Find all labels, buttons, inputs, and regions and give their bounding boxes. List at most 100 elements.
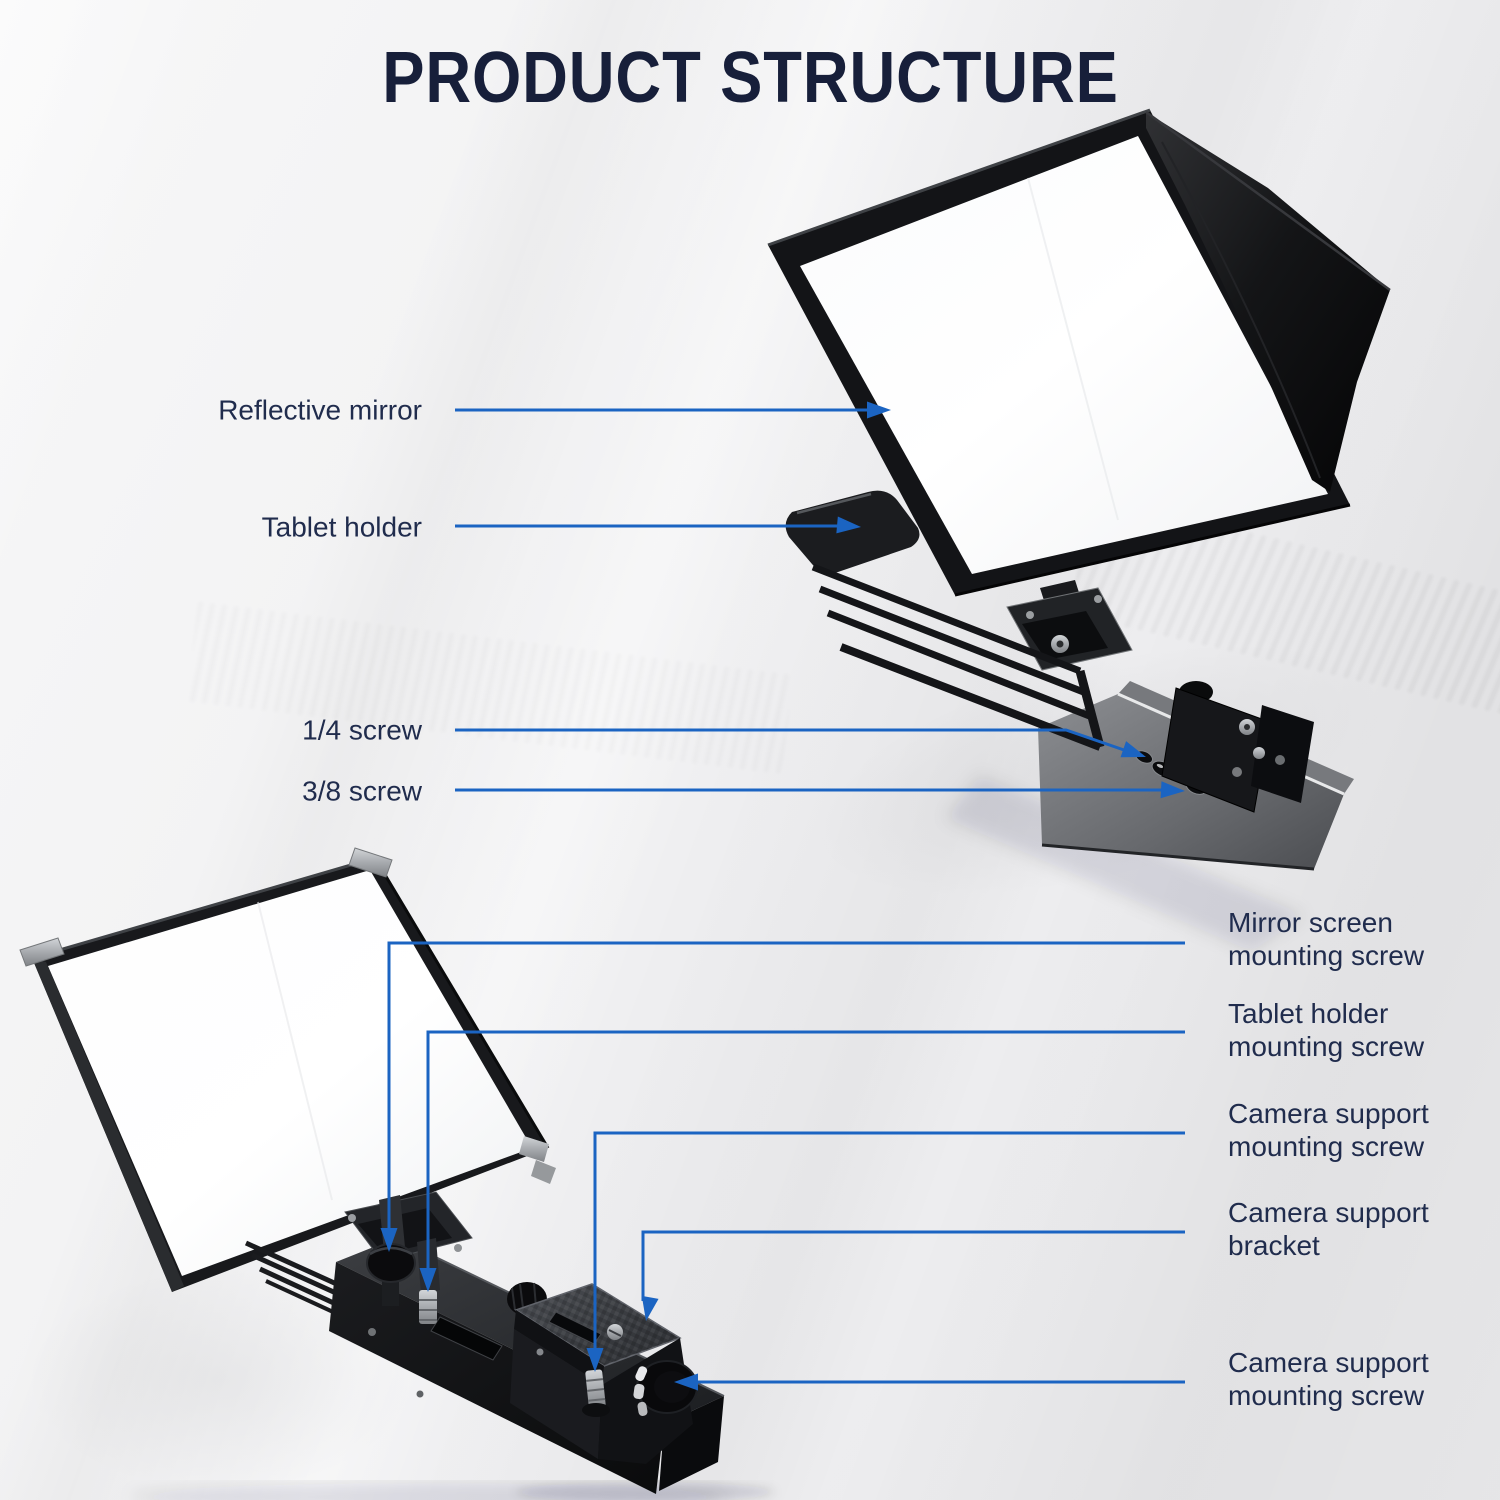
label-camera-support-mounting-screw-top: Camera support mounting screw (1228, 1097, 1429, 1163)
glass-reflection-seam (257, 901, 333, 1201)
knob-ridge-highlight-1 (635, 1366, 648, 1382)
tablet-holder-lip-highlight (796, 492, 872, 515)
frame-bottom-edge (954, 503, 1351, 597)
arrowhead (380, 1228, 398, 1252)
label-line-1: Mirror screen (1228, 907, 1393, 938)
callout-lines (380, 401, 1185, 1391)
label-line-2: mounting screw (1228, 940, 1425, 971)
plate-front-edge (514, 1310, 604, 1385)
hinge-pad (1022, 611, 1108, 660)
product-photo-teleprompter-base (19, 847, 775, 1500)
line (593, 1131, 1185, 1351)
label-three-eighths-screw: 3/8 screw (302, 775, 422, 808)
label-camera-support-bracket: Camera support bracket (1228, 1196, 1429, 1262)
tablet-holder-lip (785, 490, 920, 574)
line (455, 728, 1125, 752)
bracket-body-left (510, 1329, 602, 1459)
callout-line-tablet-holder (455, 516, 861, 534)
callout-line-three-eighths-screw (455, 781, 1185, 799)
tablet-holder-mounting-screw-part (419, 1290, 437, 1324)
corner-cap-left (19, 937, 65, 967)
label-tablet-holder: Tablet holder (262, 511, 422, 544)
callout-line-quarter-screw (455, 728, 1146, 758)
label-camera-support-mounting-screw-bottom: Camera support mounting screw (1228, 1346, 1429, 1412)
base-cast-shadow (945, 775, 1305, 952)
hood-fold-seam (1161, 141, 1321, 479)
knob-center (654, 1371, 690, 1403)
mount-bolt-left (348, 1214, 356, 1222)
knob-highlight (369, 1246, 413, 1256)
label-text: 1/4 screw (302, 714, 422, 746)
bracket-bolt (536, 1348, 544, 1356)
holder-rail-1 (811, 563, 1082, 675)
callout-line-mirror-screen-mounting-screw (380, 941, 1185, 1252)
line (387, 941, 1185, 1231)
label-quarter-screw: 1/4 screw (302, 714, 422, 747)
mirror-screen-mounting-knob (366, 1243, 416, 1283)
arrowhead (836, 516, 861, 534)
base-rail-lower-edge (1041, 843, 1315, 871)
corner-hinge-silver (519, 1136, 549, 1162)
camera-plate-screw-slot (608, 1329, 622, 1337)
rear-screw-3 (1232, 767, 1242, 777)
label-mirror-screen-mounting-screw: Mirror screen mounting screw (1228, 906, 1424, 972)
label-line-1: Camera support (1228, 1197, 1429, 1228)
rear-plate-side (1251, 705, 1314, 803)
rear-plate (1161, 687, 1271, 813)
page-title-wrap: PRODUCT STRUCTURE (0, 40, 1500, 116)
screw-post-threads (585, 1378, 606, 1402)
frame-highlight-edge (767, 108, 1151, 247)
arrowhead (641, 1295, 659, 1321)
knob-ridge-highlight-2 (633, 1383, 645, 1400)
camera-support-bracket-assembly (507, 1282, 698, 1464)
frame-right-edge (373, 857, 550, 1149)
mirror-screen-glass (48, 870, 532, 1276)
page-title: PRODUCT STRUCTURE (381, 38, 1119, 118)
callout-line-tablet-holder-mounting-screw (419, 1030, 1185, 1292)
label-line-1: Camera support (1228, 1098, 1429, 1129)
arrowhead (419, 1268, 437, 1292)
label-line-2: mounting screw (1228, 1031, 1425, 1062)
label-line-1: Camera support (1228, 1347, 1429, 1378)
label-line-2: mounting screw (1228, 1131, 1425, 1162)
arrowhead (1160, 781, 1185, 799)
label-line-2: mounting screw (1228, 1380, 1425, 1411)
label-text: 3/8 screw (302, 775, 422, 807)
camera-support-mounting-screw-post (585, 1369, 606, 1409)
holder-rail-end (1075, 669, 1105, 749)
corner-hinge-lower (531, 1160, 556, 1184)
arrowhead (586, 1348, 604, 1372)
product-photo-teleprompter-assembled (767, 108, 1391, 952)
corner-cap-top (348, 847, 393, 878)
label-text: Reflective mirror (218, 394, 422, 426)
hinge-screw-slot (1056, 640, 1064, 648)
line (641, 1230, 1185, 1301)
callout-line-camera-support-mounting-screw-bottom (674, 1373, 1185, 1391)
knob-ridge-highlight-3 (637, 1401, 648, 1416)
label-line-2: bracket (1228, 1230, 1320, 1261)
callout-line-camera-support-mounting-screw-top (586, 1131, 1185, 1372)
hinge-bolt-left (1026, 611, 1034, 619)
arrowhead (1120, 741, 1146, 758)
mount-bolt-right (454, 1244, 462, 1252)
holder-rail-3 (826, 609, 1094, 721)
mount-post-1-lower (382, 1280, 399, 1306)
rail-screw-2 (416, 1390, 424, 1398)
holder-rail-2 (818, 585, 1088, 697)
frame-top-edge (31, 856, 376, 960)
label-text: Tablet holder (261, 511, 422, 543)
rear-screw-2 (1253, 747, 1265, 759)
carbon-texture (516, 1284, 680, 1366)
label-reflective-mirror: Reflective mirror (218, 394, 422, 427)
mirror-reflection-seam (1027, 177, 1119, 521)
teleprompter-hood (1146, 112, 1390, 492)
rear-mount-bracket (1161, 681, 1314, 813)
rear-screw-1-slot (1244, 724, 1250, 730)
callout-line-camera-support-bracket (641, 1230, 1185, 1321)
rail-slot (430, 1316, 503, 1361)
hole-highlight (1156, 763, 1164, 769)
arrowhead (674, 1373, 698, 1391)
hood-top-edge (1145, 110, 1391, 292)
